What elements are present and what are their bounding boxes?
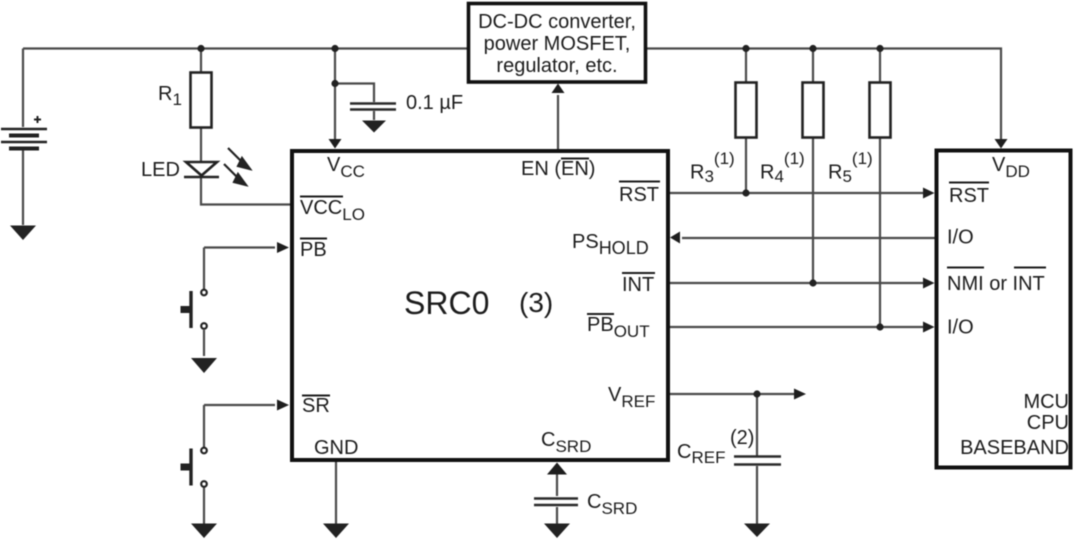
- svg-text:PB: PB: [300, 239, 327, 261]
- svg-text:R1: R1: [158, 83, 182, 109]
- svg-text:SR: SR: [302, 395, 330, 417]
- svg-text:INT: INT: [622, 274, 654, 296]
- svg-text:(2): (2): [730, 427, 754, 449]
- svg-text:0.1 µF: 0.1 µF: [406, 92, 463, 114]
- svg-text:power MOSFET,: power MOSFET,: [484, 33, 631, 55]
- svg-text:(3): (3): [519, 287, 553, 318]
- svg-text:CPU: CPU: [1027, 412, 1069, 434]
- svg-text:SRC0: SRC0: [404, 285, 489, 321]
- svg-text:I/O: I/O: [947, 317, 974, 339]
- svg-text:MCU: MCU: [1023, 391, 1069, 413]
- svg-text:RST: RST: [949, 185, 989, 207]
- svg-text:LED: LED: [141, 159, 180, 181]
- svg-text:RST: RST: [619, 184, 659, 206]
- svg-text:GND: GND: [314, 437, 358, 459]
- svg-text:BASEBAND: BASEBAND: [960, 437, 1069, 459]
- svg-text:I/O: I/O: [947, 227, 974, 249]
- svg-text:NMI or INT: NMI or INT: [947, 273, 1045, 295]
- svg-text:regulator, etc.: regulator, etc.: [496, 55, 617, 77]
- svg-text:DC-DC converter,: DC-DC converter,: [478, 11, 636, 33]
- svg-text:EN (EN): EN (EN): [521, 158, 595, 180]
